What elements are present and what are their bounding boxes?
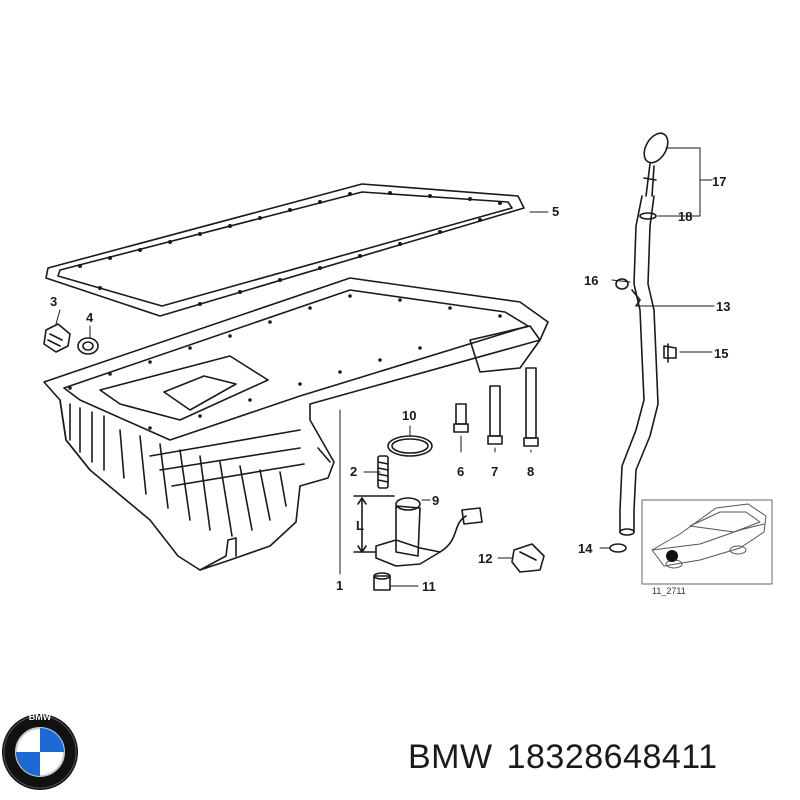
logo-lettering: BMW [29, 712, 52, 722]
oil-pan-gasket [45, 183, 525, 317]
drain-plug [43, 323, 71, 353]
callout-labels: 1 2 3 4 5 6 7 8 9 10 11 12 13 14 15 16 1… [50, 174, 730, 596]
callout-6: 6 [457, 464, 464, 479]
location-marker [666, 550, 678, 562]
callout-17: 17 [712, 174, 726, 189]
dipstick-guide-tube [619, 195, 659, 536]
dipstick [643, 132, 669, 197]
callout-5: 5 [552, 204, 559, 219]
callout-3: 3 [50, 294, 57, 309]
oil-level-sensor [375, 497, 483, 567]
bolt-15 [663, 343, 677, 363]
brand-caption: BMW 18328648411 [408, 738, 793, 777]
bolt-7 [487, 385, 503, 445]
callout-7: 7 [491, 464, 498, 479]
callout-18: 18 [678, 209, 692, 224]
callout-14: 14 [578, 541, 593, 556]
callout-9: 9 [432, 493, 439, 508]
callout-1: 1 [336, 578, 343, 593]
callout-11: 11 [422, 579, 436, 594]
leader-lines [55, 147, 715, 587]
vehicle-location-inset [641, 499, 773, 585]
nut [373, 572, 391, 591]
bmw-logo: BMW [2, 712, 78, 790]
gasket-bolt-holes [78, 191, 502, 306]
callout-4: 4 [86, 310, 94, 325]
bolt-8 [523, 367, 539, 447]
drain-plug-washer [77, 337, 99, 355]
callout-15: 15 [714, 346, 728, 361]
pan-flange-holes [68, 294, 502, 430]
brand-name: BMW [408, 738, 493, 776]
dimension-label: L [356, 518, 364, 533]
part-number: 18328648411 [506, 738, 718, 776]
oil-pan [43, 277, 549, 571]
grommet [511, 543, 545, 573]
callout-16: 16 [584, 273, 598, 288]
bolt-6 [453, 403, 469, 433]
seal-14 [609, 543, 627, 553]
callout-8: 8 [527, 464, 534, 479]
callout-13: 13 [716, 299, 730, 314]
callout-10: 10 [402, 408, 416, 423]
callout-2: 2 [350, 464, 357, 479]
callout-12: 12 [478, 551, 492, 566]
inset-reference: 11_2711 [652, 586, 686, 596]
seal-ring [639, 212, 657, 220]
plug-16 [615, 278, 629, 290]
dimension-l [353, 495, 395, 553]
clip [631, 289, 641, 307]
